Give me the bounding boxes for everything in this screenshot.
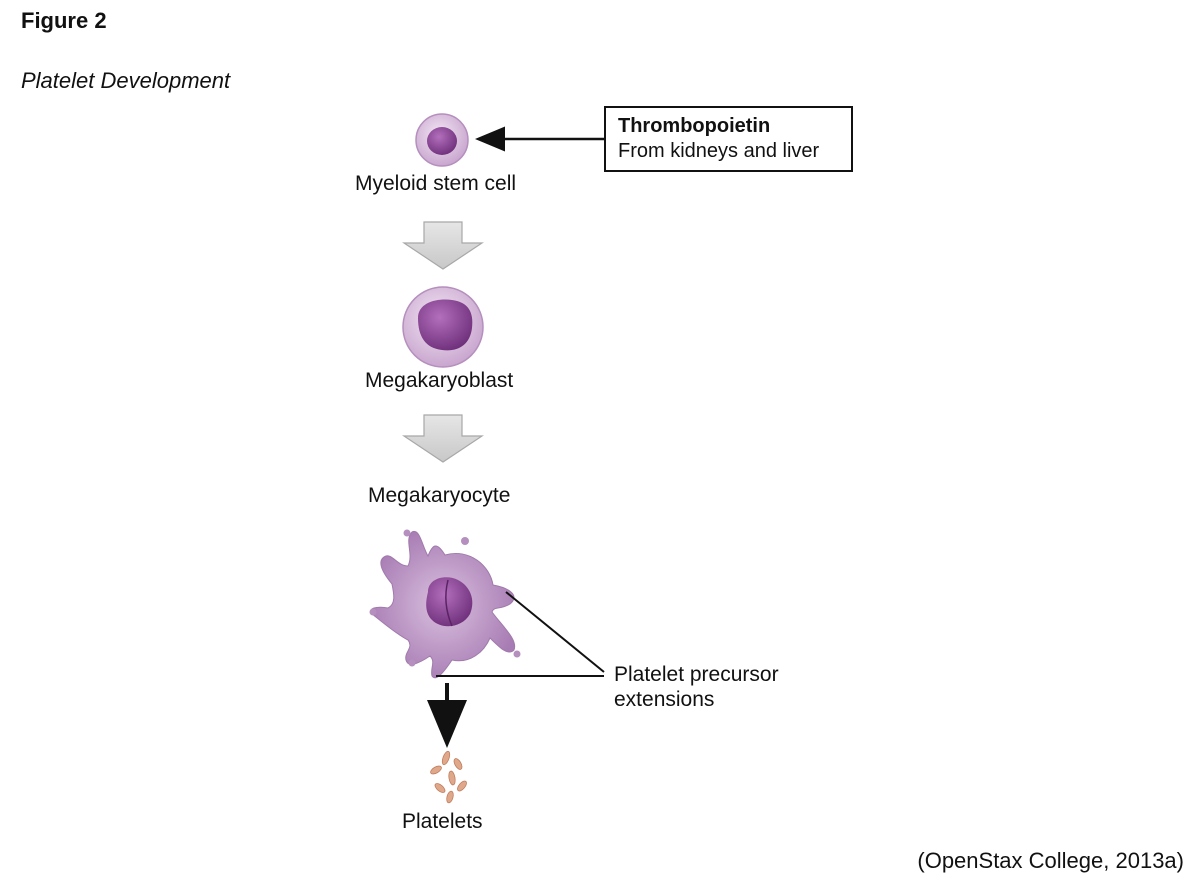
callout-subtitle: From kidneys and liver xyxy=(618,140,820,162)
stage-arrow-2 xyxy=(402,414,484,463)
megakaryocyte-icon xyxy=(369,529,521,679)
callout-title: Thrombopoietin xyxy=(618,115,771,137)
extensions-label-line2: extensions xyxy=(614,688,715,711)
myeloid-stem-cell-icon xyxy=(415,113,469,167)
platelets-icon xyxy=(430,750,467,804)
megakaryoblast-label: Megakaryoblast xyxy=(365,369,514,392)
myeloid-stem-cell-label: Myeloid stem cell xyxy=(355,172,517,195)
figure-title: Platelet Development xyxy=(21,68,231,93)
megakaryocyte-label: Megakaryocyte xyxy=(368,484,511,507)
stage-arrow-1 xyxy=(402,221,484,270)
extensions-pointer xyxy=(436,591,605,677)
citation: (OpenStax College, 2013a) xyxy=(917,848,1184,873)
megakaryoblast-icon xyxy=(402,286,484,368)
extensions-label: Platelet precursor extensions xyxy=(614,662,779,712)
figure-label: Figure 2 xyxy=(21,8,107,33)
platelets-label: Platelets xyxy=(402,810,483,833)
thrombopoietin-callout: Thrombopoietin From kidneys and liver xyxy=(604,106,853,172)
extensions-label-line1: Platelet precursor xyxy=(614,663,779,686)
